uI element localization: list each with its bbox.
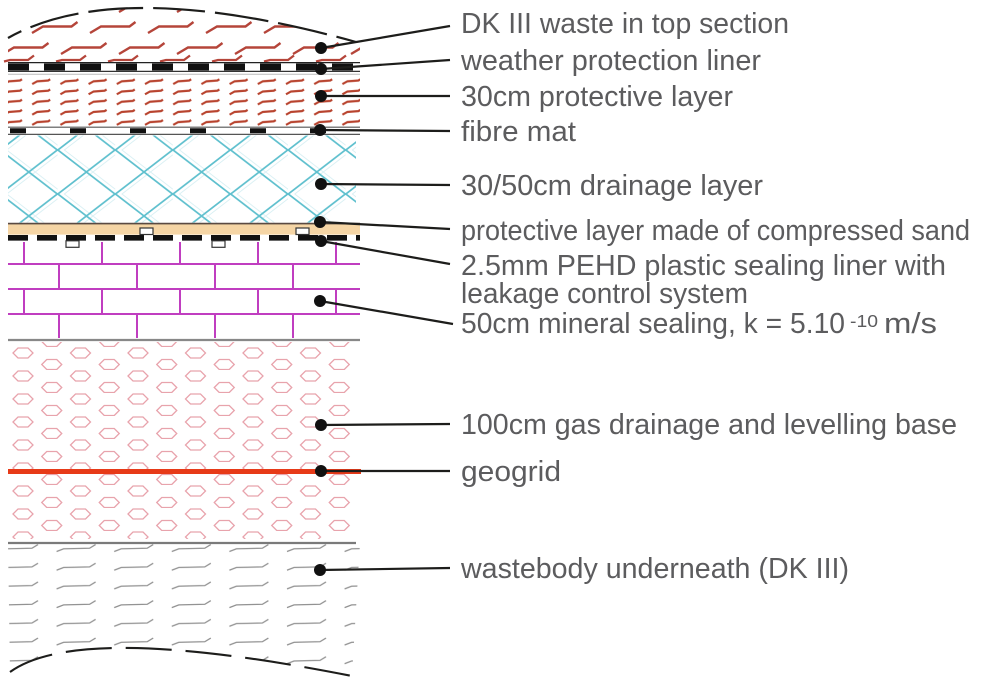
svg-text:100cm gas drainage and levelli: 100cm gas drainage and levelling base [461, 409, 957, 441]
svg-text:50cm mineral sealing, k = 5.10: 50cm mineral sealing, k = 5.10 [461, 308, 845, 340]
svg-text:geogrid: geogrid [461, 456, 561, 488]
svg-text:m/s: m/s [884, 308, 937, 340]
svg-text:2.5mm PEHD plastic sealing lin: 2.5mm PEHD plastic sealing liner with [461, 250, 946, 282]
svg-text:fibre mat: fibre mat [461, 116, 576, 148]
svg-text:30/50cm drainage layer: 30/50cm drainage layer [461, 170, 764, 202]
svg-text:wastebody underneath (DK III): wastebody underneath (DK III) [460, 553, 849, 585]
svg-text:weather protection liner: weather protection liner [460, 45, 762, 77]
svg-text:-10: -10 [850, 311, 878, 331]
svg-text:30cm protective layer: 30cm protective layer [461, 81, 733, 113]
svg-text:leakage control system: leakage control system [461, 278, 748, 310]
svg-text:protective layer made of compr: protective layer made of compressed sand [461, 215, 970, 247]
svg-text:DK III waste in top section: DK III waste in top section [461, 8, 789, 40]
